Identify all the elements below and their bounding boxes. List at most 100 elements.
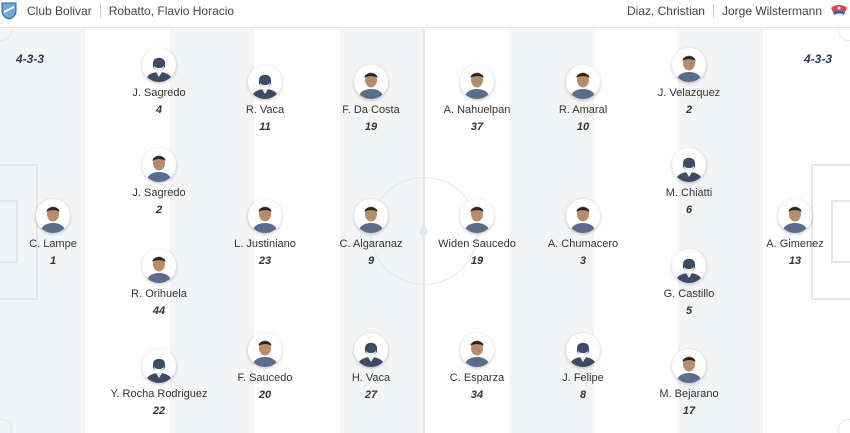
player-photo-icon (566, 199, 600, 233)
goal-area-line (0, 261, 17, 263)
player-avatar (566, 65, 600, 99)
corner-arc (838, 419, 850, 433)
player-avatar (778, 199, 812, 233)
goal-area-line (16, 200, 18, 263)
player-number: 17 (682, 405, 696, 417)
penalty-area-line (811, 164, 813, 300)
player-number: 22 (152, 405, 166, 417)
player-number: 20 (258, 389, 272, 401)
player-number: 8 (579, 389, 587, 401)
player-card[interactable]: M. Bejarano 17 (619, 349, 759, 417)
player-card[interactable]: F. Saucedo 20 (195, 333, 335, 401)
player-silhouette-icon (248, 65, 282, 99)
player-avatar (672, 249, 706, 283)
player-name: A. Chumacero (547, 238, 619, 250)
player-avatar (672, 148, 706, 182)
player-silhouette-icon (672, 249, 706, 283)
player-photo-icon (142, 148, 176, 182)
player-photo-icon (460, 333, 494, 367)
player-name: R. Orihuela (131, 288, 187, 300)
player-card[interactable]: R. Amaral 10 (513, 65, 653, 133)
player-card[interactable]: J. Sagredo 2 (89, 148, 229, 216)
player-photo-icon (354, 65, 388, 99)
player-card[interactable]: R. Vaca 11 (195, 65, 335, 133)
player-card[interactable]: L. Justiniano 23 (195, 199, 335, 267)
corner-arc (0, 419, 12, 433)
player-avatar (142, 148, 176, 182)
home-formation: 4-3-3 (16, 52, 45, 66)
away-team-logo[interactable] (830, 2, 848, 20)
player-photo-icon (672, 349, 706, 383)
home-coach-name[interactable]: Robatto, Flavio Horacio (108, 4, 235, 18)
pitch-stripe (0, 29, 85, 433)
player-silhouette-icon (566, 333, 600, 367)
player-photo-icon (36, 199, 70, 233)
player-photo-icon (672, 48, 706, 82)
player-number: 9 (367, 255, 375, 267)
away-team-name[interactable]: Jorge Wilstermann (721, 4, 822, 18)
home-team-info: Club Bolivar Robatto, Flavio Horacio (0, 0, 234, 22)
player-card[interactable]: M. Chiatti 6 (619, 148, 759, 216)
player-card[interactable]: R. Orihuela 44 (89, 249, 229, 317)
player-avatar (354, 199, 388, 233)
player-name: A. Gimenez (766, 238, 824, 250)
goal-area-line (831, 200, 833, 263)
player-name: J. Sagredo (132, 87, 186, 99)
player-card[interactable]: J. Velazquez 2 (619, 48, 759, 116)
player-card[interactable]: J. Sagredo 4 (89, 48, 229, 116)
home-team-name[interactable]: Club Bolivar (27, 4, 92, 18)
player-name: R. Vaca (245, 104, 285, 116)
player-card[interactable]: A. Chumacero 3 (513, 199, 653, 267)
away-team-info: Diaz, Christian Jorge Wilstermann (627, 0, 850, 22)
penalty-area-line (0, 164, 37, 166)
player-photo-icon (354, 199, 388, 233)
player-photo-icon (566, 65, 600, 99)
player-name: G. Castillo (663, 288, 715, 300)
home-team-logo[interactable] (0, 2, 18, 20)
player-name: M. Chiatti (665, 187, 713, 199)
player-photo-icon (460, 199, 494, 233)
player-name: C. Esparza (449, 372, 505, 384)
player-card[interactable]: C. Esparza 34 (407, 333, 547, 401)
player-number: 19 (364, 121, 378, 133)
penalty-area-line (36, 164, 38, 300)
player-card[interactable]: C. Lampe 1 (0, 199, 123, 267)
player-silhouette-icon (142, 48, 176, 82)
player-number: 11 (259, 121, 271, 133)
player-number: 27 (364, 389, 378, 401)
corner-arc (838, 29, 850, 41)
player-photo-icon (460, 65, 494, 99)
player-number: 23 (258, 255, 272, 267)
penalty-area-line (811, 164, 850, 166)
away-formation: 4-3-3 (803, 52, 832, 66)
player-number: 1 (49, 255, 57, 267)
player-name: C. Lampe (29, 238, 77, 250)
player-avatar (566, 199, 600, 233)
player-name: C. Algaranaz (339, 238, 403, 250)
player-card[interactable]: G. Castillo 5 (619, 249, 759, 317)
player-card[interactable]: Widen Saucedo 19 (407, 199, 547, 267)
penalty-area-line (811, 298, 850, 300)
player-name: H. Vaca (351, 372, 391, 384)
player-number: 2 (685, 104, 693, 116)
player-number: 37 (470, 121, 484, 133)
player-card[interactable]: F. Da Costa 19 (301, 65, 441, 133)
player-card[interactable]: J. Felipe 8 (513, 333, 653, 401)
player-avatar (248, 199, 282, 233)
player-avatar (354, 65, 388, 99)
player-number: 34 (470, 389, 484, 401)
player-card[interactable]: H. Vaca 27 (301, 333, 441, 401)
player-avatar (354, 333, 388, 367)
player-card[interactable]: Y. Rocha Rodriguez 22 (89, 349, 229, 417)
player-number: 13 (788, 255, 802, 267)
player-silhouette-icon (354, 333, 388, 367)
player-photo-icon (142, 249, 176, 283)
player-name: L. Justiniano (234, 238, 296, 250)
player-avatar (142, 48, 176, 82)
player-avatar (248, 333, 282, 367)
away-coach-name[interactable]: Diaz, Christian (626, 4, 705, 18)
player-card[interactable]: A. Gimenez 13 (725, 199, 850, 267)
player-card[interactable]: C. Algaranaz 9 (301, 199, 441, 267)
player-card[interactable]: A. Nahuelpan 37 (407, 65, 547, 133)
player-avatar (248, 65, 282, 99)
